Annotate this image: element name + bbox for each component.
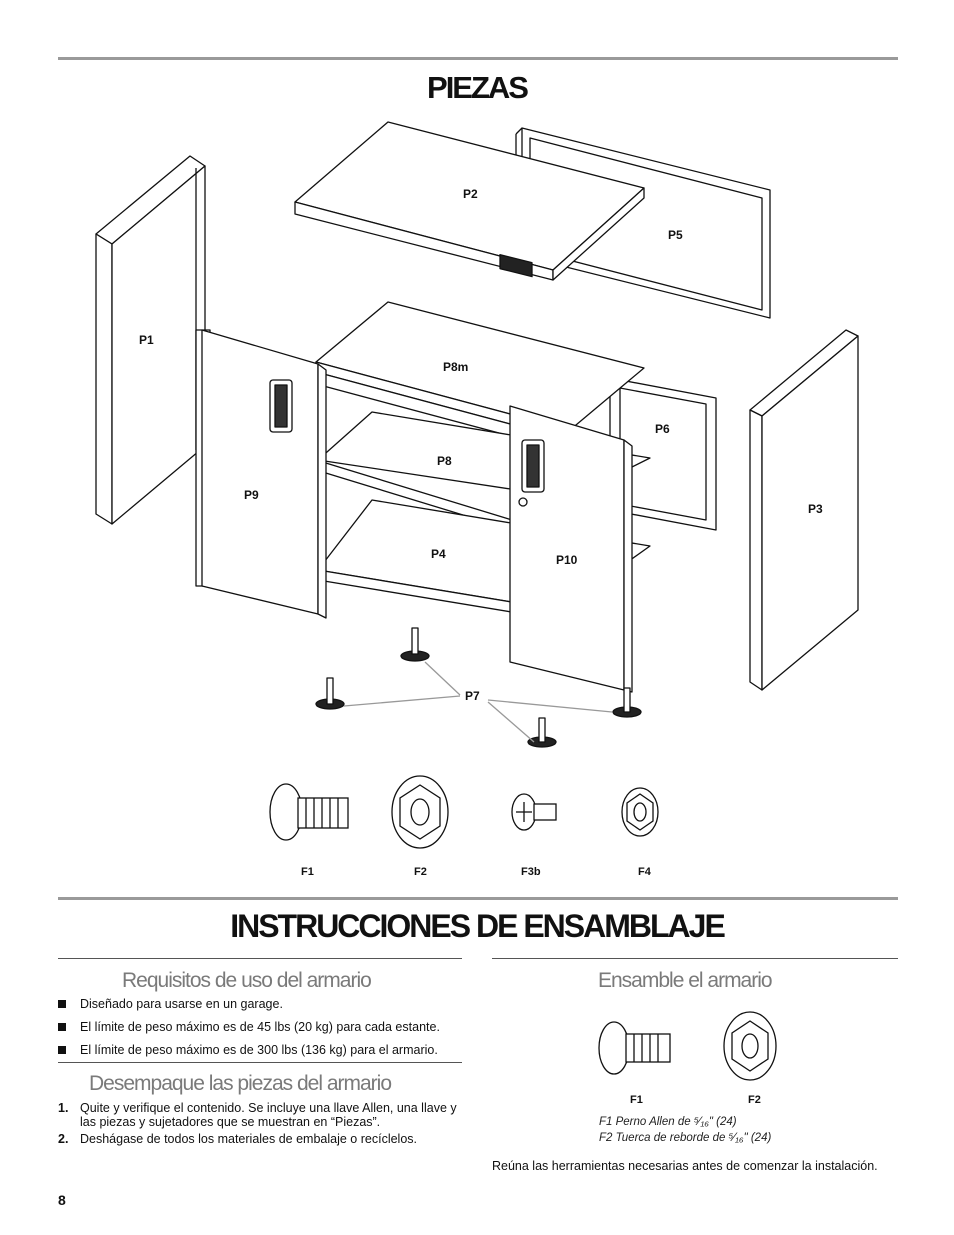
door-p9 xyxy=(195,329,327,619)
side-panel-p1 xyxy=(95,155,206,525)
assemble-label-f2: F2 xyxy=(748,1094,761,1106)
bolt-f1-icon xyxy=(598,1021,671,1075)
label-f4: F4 xyxy=(638,866,651,878)
label-p3: P3 xyxy=(808,502,823,516)
caption-f1: F1 Perno Allen de ⁵⁄₁₆" (24) xyxy=(599,1116,737,1128)
label-p4: P4 xyxy=(431,547,446,561)
p7-leader-lines xyxy=(343,661,613,743)
label-p9: P9 xyxy=(244,488,259,502)
leveling-feet-p7 xyxy=(315,627,642,748)
unpack-rule xyxy=(58,1062,462,1063)
label-f3b: F3b xyxy=(521,866,541,878)
requirements-list: Diseñado para usarse en un garage. El lí… xyxy=(58,997,468,1066)
left-column-rule xyxy=(58,958,462,959)
bolt-f1 xyxy=(269,783,349,841)
label-p8m: P8m xyxy=(443,360,469,374)
label-p5: P5 xyxy=(668,228,683,242)
top-rule xyxy=(58,57,898,60)
side-panel-p3 xyxy=(749,329,859,691)
caption-f2: F2 Tuerca de reborde de ⁵⁄₁₆" (24) xyxy=(599,1132,772,1144)
section-rule xyxy=(58,897,898,900)
label-p6: P6 xyxy=(655,422,670,436)
screw-f3b xyxy=(511,793,557,831)
pieces-title: PIEZAS xyxy=(427,70,529,105)
list-item: El límite de peso máximo es de 300 lbs (… xyxy=(58,1043,468,1057)
unpack-heading: Desempaque las piezas del armario xyxy=(89,1072,392,1095)
assembly-title: INSTRUCCIONES DE ENSAMBLAJE xyxy=(230,908,726,944)
tools-note: Reúna las herramientas necesarias antes … xyxy=(492,1159,878,1173)
nut-f4 xyxy=(621,787,659,837)
right-column-rule xyxy=(492,958,898,959)
page-number: 8 xyxy=(58,1192,66,1208)
assemble-fasteners xyxy=(598,1011,777,1081)
door-p10 xyxy=(509,405,633,693)
label-p1: P1 xyxy=(139,333,154,347)
requirements-heading: Requisitos de uso del armario xyxy=(122,969,372,992)
label-f1: F1 xyxy=(301,866,314,878)
label-f2: F2 xyxy=(414,866,427,878)
assemble-heading: Ensamble el armario xyxy=(598,969,773,992)
top-panel-p2 xyxy=(294,121,645,281)
label-p10: P10 xyxy=(556,553,578,567)
label-p2: P2 xyxy=(463,187,478,201)
fasteners-row xyxy=(269,775,659,849)
nut-f2 xyxy=(391,775,449,849)
list-item: El límite de peso máximo es de 45 lbs (2… xyxy=(58,1020,468,1034)
assemble-label-f1: F1 xyxy=(630,1094,643,1106)
list-item: 2.Deshágase de todos los materiales de e… xyxy=(58,1132,417,1146)
unpack-steps: 1.Quite y verifique el contenido. Se inc… xyxy=(58,1101,458,1149)
list-item: Diseñado para usarse en un garage. xyxy=(58,997,468,1011)
list-item: 1.Quite y verifique el contenido. Se inc… xyxy=(58,1101,457,1129)
label-p7: P7 xyxy=(465,689,480,703)
label-p8: P8 xyxy=(437,454,452,468)
nut-f2-icon xyxy=(723,1011,777,1081)
parts-diagram xyxy=(95,121,859,849)
